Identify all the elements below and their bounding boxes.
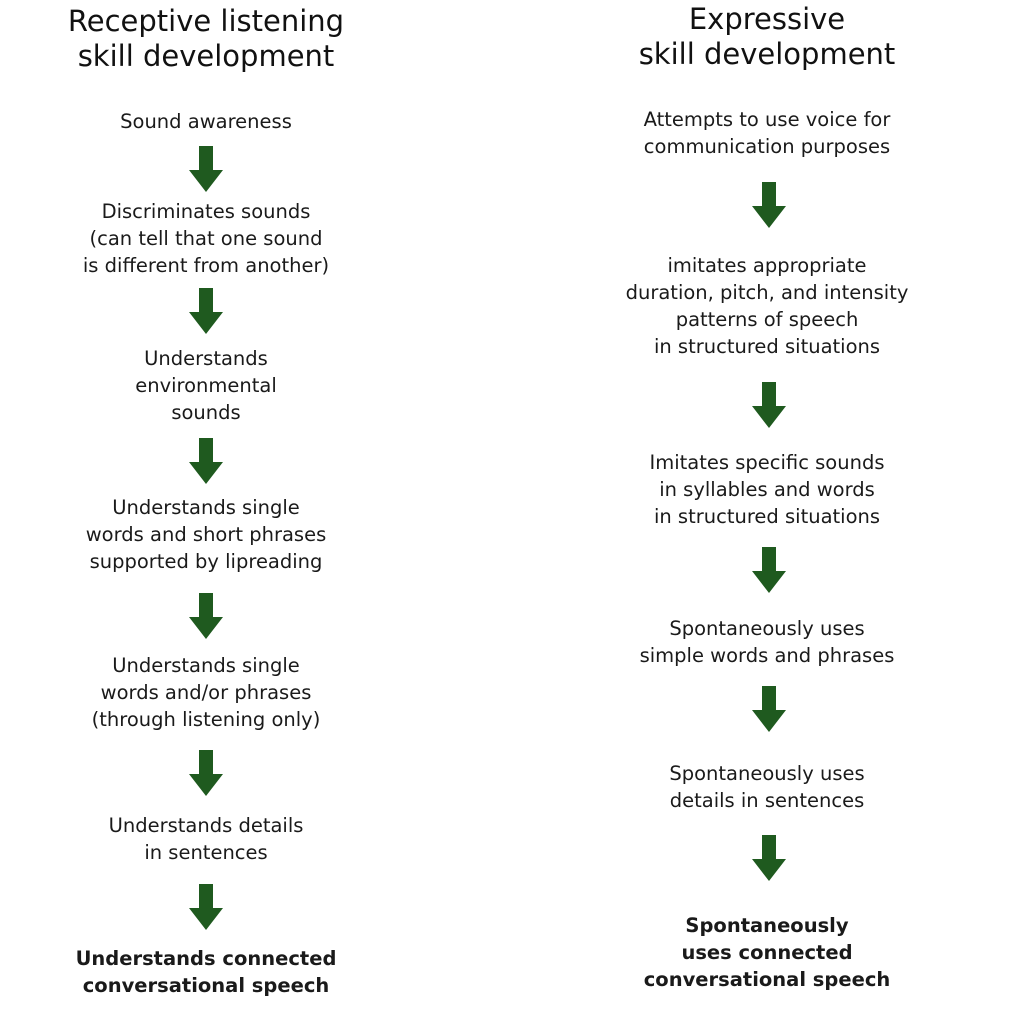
down-arrow-icon (189, 750, 223, 796)
down-arrow-icon (189, 438, 223, 484)
down-arrow-icon (752, 382, 786, 428)
left-step-7: Understands connected conversational spe… (75, 947, 337, 997)
right-step-4: Spontaneously uses simple words and phra… (639, 617, 895, 667)
right-column-title: Expressive skill development (638, 2, 896, 71)
down-arrow-icon (752, 686, 786, 732)
down-arrow-icon (752, 182, 786, 228)
down-arrow-icon (189, 884, 223, 930)
down-arrow-icon (189, 146, 223, 192)
down-arrow-icon (752, 835, 786, 881)
left-column-title: Receptive listening skill development (67, 4, 345, 73)
left-step-5: Understands single words and/or phrases … (91, 654, 321, 731)
down-arrow-icon (189, 288, 223, 334)
right-step-2: imitates appropriate duration, pitch, an… (625, 254, 909, 358)
left-step-1: Sound awareness (120, 110, 292, 133)
left-step-3: Understands environmental sounds (135, 347, 277, 424)
right-step-5: Spontaneously uses details in sentences (669, 762, 865, 812)
right-step-6: Spontaneously uses connected conversatio… (643, 914, 891, 991)
right-step-3: Imitates specific sounds in syllables an… (649, 451, 885, 528)
right-step-1: Attempts to use voice for communication … (643, 108, 891, 158)
left-step-2: Discriminates sounds (can tell that one … (82, 200, 330, 277)
left-step-6: Understands details in sentences (108, 814, 304, 864)
down-arrow-icon (752, 547, 786, 593)
down-arrow-icon (189, 593, 223, 639)
left-step-4: Understands single words and short phras… (85, 496, 327, 573)
